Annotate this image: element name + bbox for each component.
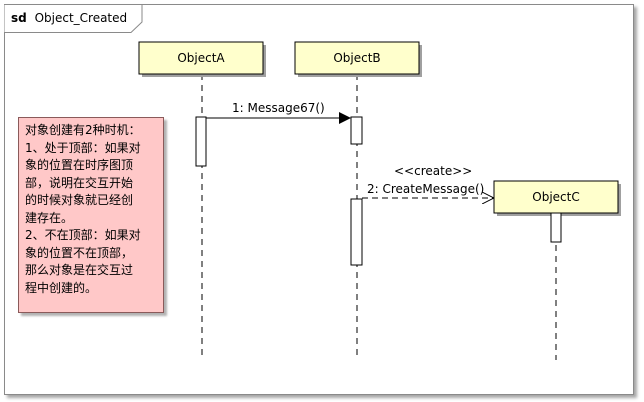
object-c-label: ObjectC: [532, 190, 579, 204]
message-2[interactable]: <<create>> 2: CreateMessage(): [362, 164, 493, 198]
frame-name: Object_Created: [35, 11, 128, 25]
activation-objectb-1: [350, 116, 363, 145]
object-a-label: ObjectA: [177, 51, 225, 65]
message-2-stereotype: <<create>>: [394, 164, 472, 178]
note-text: 对象创建有2种时机： 1、处于顶部：如果对 象的位置在时序图顶 部，说明在交互开…: [25, 123, 141, 295]
message-1[interactable]: 1: Message67(): [206, 101, 351, 124]
object-a[interactable]: ObjectA: [138, 41, 266, 77]
activation-objectc: [550, 212, 562, 243]
message-2-label: 2: CreateMessage(): [367, 182, 484, 196]
svg-text:sd Object_Created: sd Object_Created: [11, 11, 127, 25]
object-c[interactable]: ObjectC: [493, 180, 621, 216]
activation-objecta: [195, 116, 207, 167]
frame-title-tab: sd Object_Created: [4, 4, 143, 33]
note[interactable]: 对象创建有2种时机： 1、处于顶部：如果对 象的位置在时序图顶 部，说明在交互开…: [18, 117, 164, 313]
object-b-label: ObjectB: [333, 51, 380, 65]
object-b[interactable]: ObjectB: [294, 41, 422, 77]
message-1-label: 1: Message67(): [232, 101, 325, 115]
frame-keyword: sd: [11, 11, 27, 25]
activation-objectb-2: [350, 198, 363, 266]
